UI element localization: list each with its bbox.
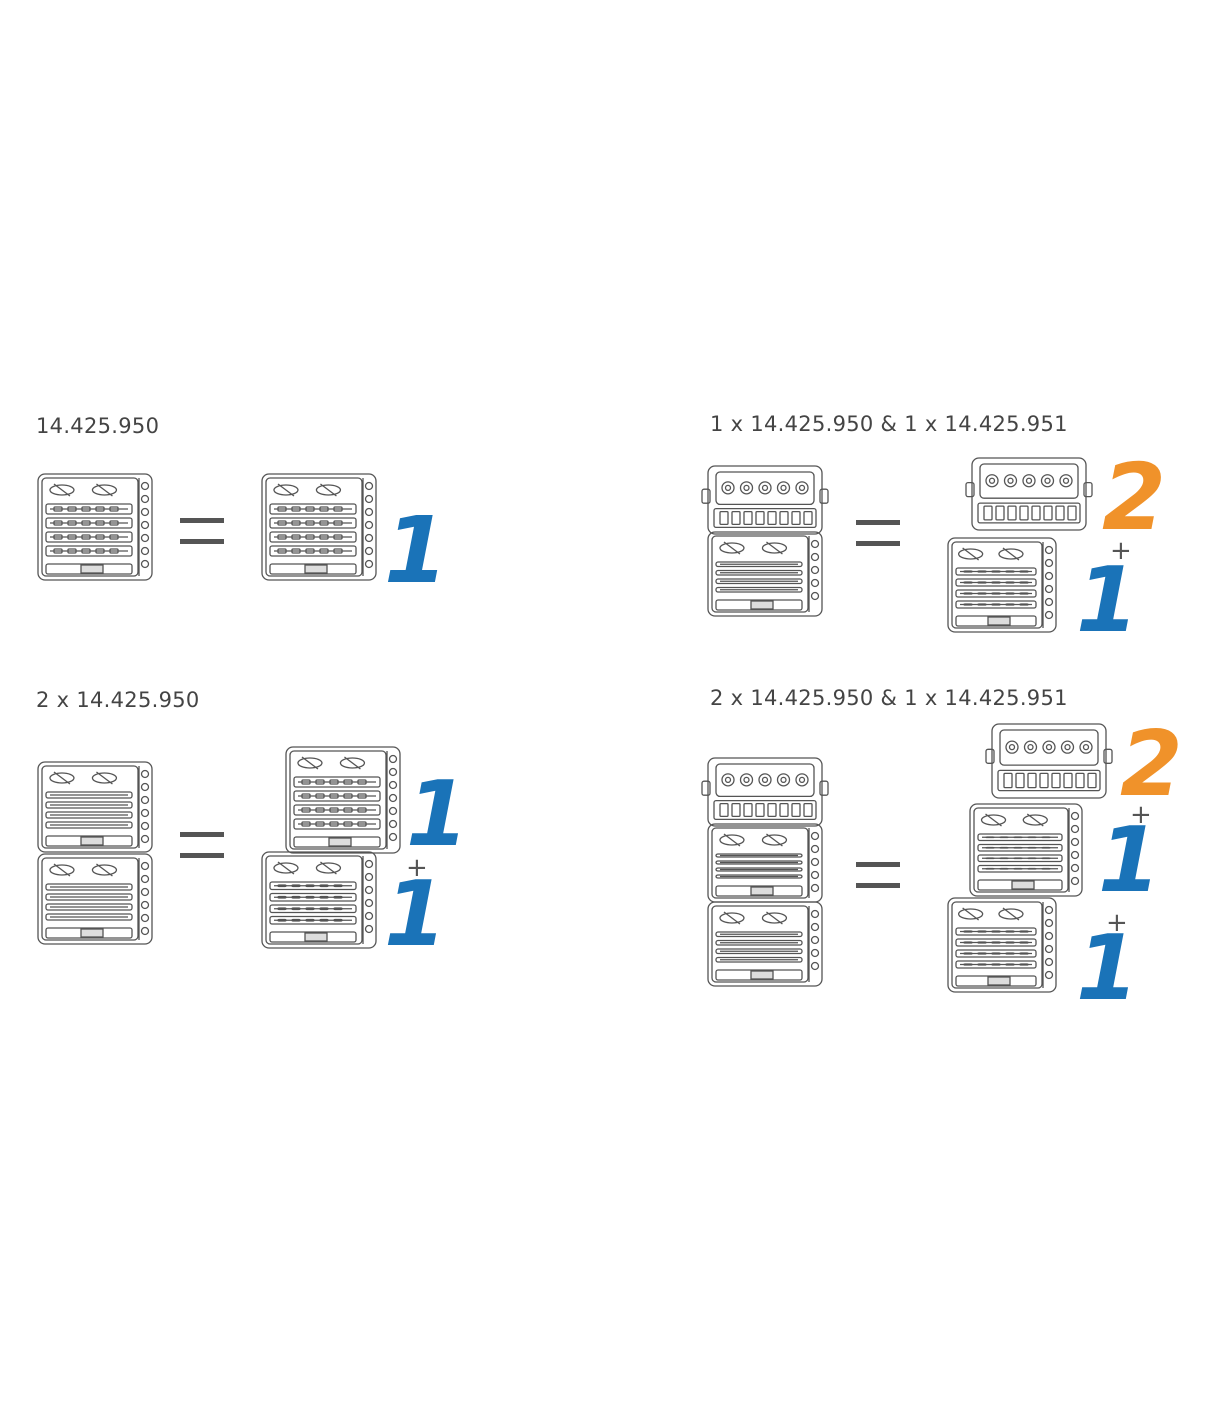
module-count-1: 1 [384, 497, 449, 604]
module-count-1: 1 [1076, 548, 1139, 653]
plus-sign: + [1106, 908, 1128, 938]
plus-sign: + [406, 853, 428, 883]
equals-sign [180, 518, 224, 544]
module-count-1: 1 [406, 762, 469, 867]
equals-sign [856, 520, 900, 546]
fuse-block-module-icon [261, 473, 377, 581]
busbar-module-icon [965, 457, 1093, 531]
module-count-1: 1 [1076, 916, 1139, 1021]
fuse-block-module-icon [707, 823, 823, 903]
caption-double-fuse-block-with-busbar: 2 x 14.425.950 & 1 x 14.425.951 [710, 686, 1068, 710]
module-count-2: 2 [1102, 444, 1167, 551]
plus-sign: + [1110, 536, 1132, 566]
equals-sign [856, 862, 900, 888]
caption-fuse-block-with-busbar: 1 x 14.425.950 & 1 x 14.425.951 [710, 412, 1068, 436]
fuse-block-module-icon [37, 761, 153, 853]
module-count-1: 1 [1098, 808, 1161, 913]
busbar-module-icon [701, 757, 829, 827]
caption-single-fuse-block: 14.425.950 [36, 414, 160, 438]
module-count-2: 2 [1120, 712, 1183, 817]
fuse-block-module-icon [947, 897, 1057, 993]
fuse-block-module-icon [37, 853, 153, 945]
caption-double-fuse-block: 2 x 14.425.950 [36, 688, 200, 712]
fuse-block-module-icon [37, 473, 153, 581]
fuse-block-module-icon [707, 531, 823, 617]
fuse-block-module-icon [285, 746, 401, 854]
busbar-module-icon [701, 465, 829, 535]
module-count-1: 1 [384, 862, 447, 967]
equals-sign [180, 832, 224, 858]
plus-sign: + [1130, 800, 1152, 830]
fuse-block-module-icon [969, 803, 1083, 897]
fuse-block-module-icon [261, 851, 377, 949]
fuse-block-module-icon [707, 901, 823, 987]
busbar-module-icon [985, 723, 1113, 799]
fuse-block-module-icon [947, 537, 1057, 633]
